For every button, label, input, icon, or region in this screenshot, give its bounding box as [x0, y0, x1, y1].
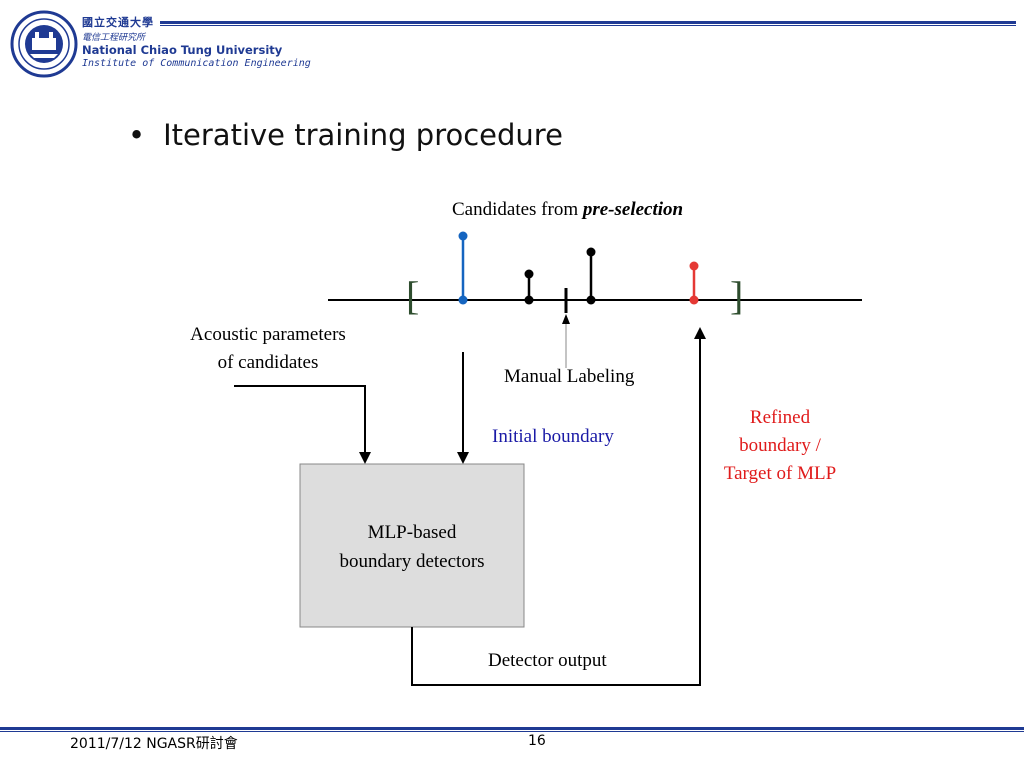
- acoustic-label-line2: of candidates: [217, 352, 319, 373]
- candidates-label: Candidates from pre-selection: [452, 199, 683, 221]
- institute-name-cn: 電信工程研究所: [82, 33, 146, 43]
- university-name-cn: 國立交通大學: [82, 16, 154, 29]
- refined-candidate-base: [689, 295, 699, 305]
- candidate-base-1: [524, 295, 534, 305]
- slide-bullet: • Iterative training procedure: [128, 118, 563, 152]
- detector-output-label: Detector output: [488, 650, 607, 671]
- initial-boundary-label: Initial boundary: [492, 426, 614, 447]
- footer-rule: [0, 727, 1024, 730]
- detector-output-path: [411, 336, 701, 686]
- acoustic-arrow: [234, 385, 366, 455]
- bracket-close: ]: [730, 273, 744, 318]
- refined-boundary-label: Refined boundary / Target of MLP: [700, 404, 860, 488]
- refined-label-line3: Target of MLP: [723, 463, 837, 484]
- initial-candidate-top: [458, 231, 468, 241]
- detector-label-line1: MLP-based: [367, 522, 457, 543]
- header-rule: [160, 21, 1016, 24]
- refined-label-line2: boundary /: [739, 435, 821, 456]
- bullet-dot-icon: •: [128, 118, 146, 152]
- acoustic-label-line1: Acoustic parameters: [190, 324, 346, 345]
- manual-labeling-label: Manual Labeling: [504, 366, 635, 387]
- footer-date-event: 2011/7/12 NGASR研討會: [70, 736, 238, 752]
- candidate-top-1: [524, 269, 534, 279]
- mlp-detector-label: MLP-based boundary detectors: [300, 518, 524, 576]
- university-logo: [10, 10, 78, 78]
- bullet-text: Iterative training procedure: [163, 118, 563, 152]
- detector-label-line2: boundary detectors: [339, 551, 485, 572]
- initial-candidate-base: [458, 295, 468, 305]
- institute-name-en: Institute of Communication Engineering: [82, 58, 311, 69]
- acoustic-parameters-label: Acoustic parameters of candidates: [166, 321, 370, 377]
- candidates-label-prefix: Candidates from: [452, 199, 583, 220]
- refined-label-line1: Refined: [749, 407, 811, 428]
- refined-candidate-top: [689, 261, 699, 271]
- candidate-top-2: [586, 247, 596, 257]
- manual-label-arrowhead: [562, 314, 570, 324]
- footer-page-number: 16: [528, 733, 546, 749]
- candidates-label-emph: pre-selection: [582, 199, 684, 220]
- university-name-en: National Chiao Tung University: [82, 43, 283, 57]
- footer-rule-thin: [0, 731, 1024, 732]
- header-rule-thin: [160, 25, 1016, 26]
- bracket-open: [: [406, 273, 420, 318]
- candidate-base-2: [586, 295, 596, 305]
